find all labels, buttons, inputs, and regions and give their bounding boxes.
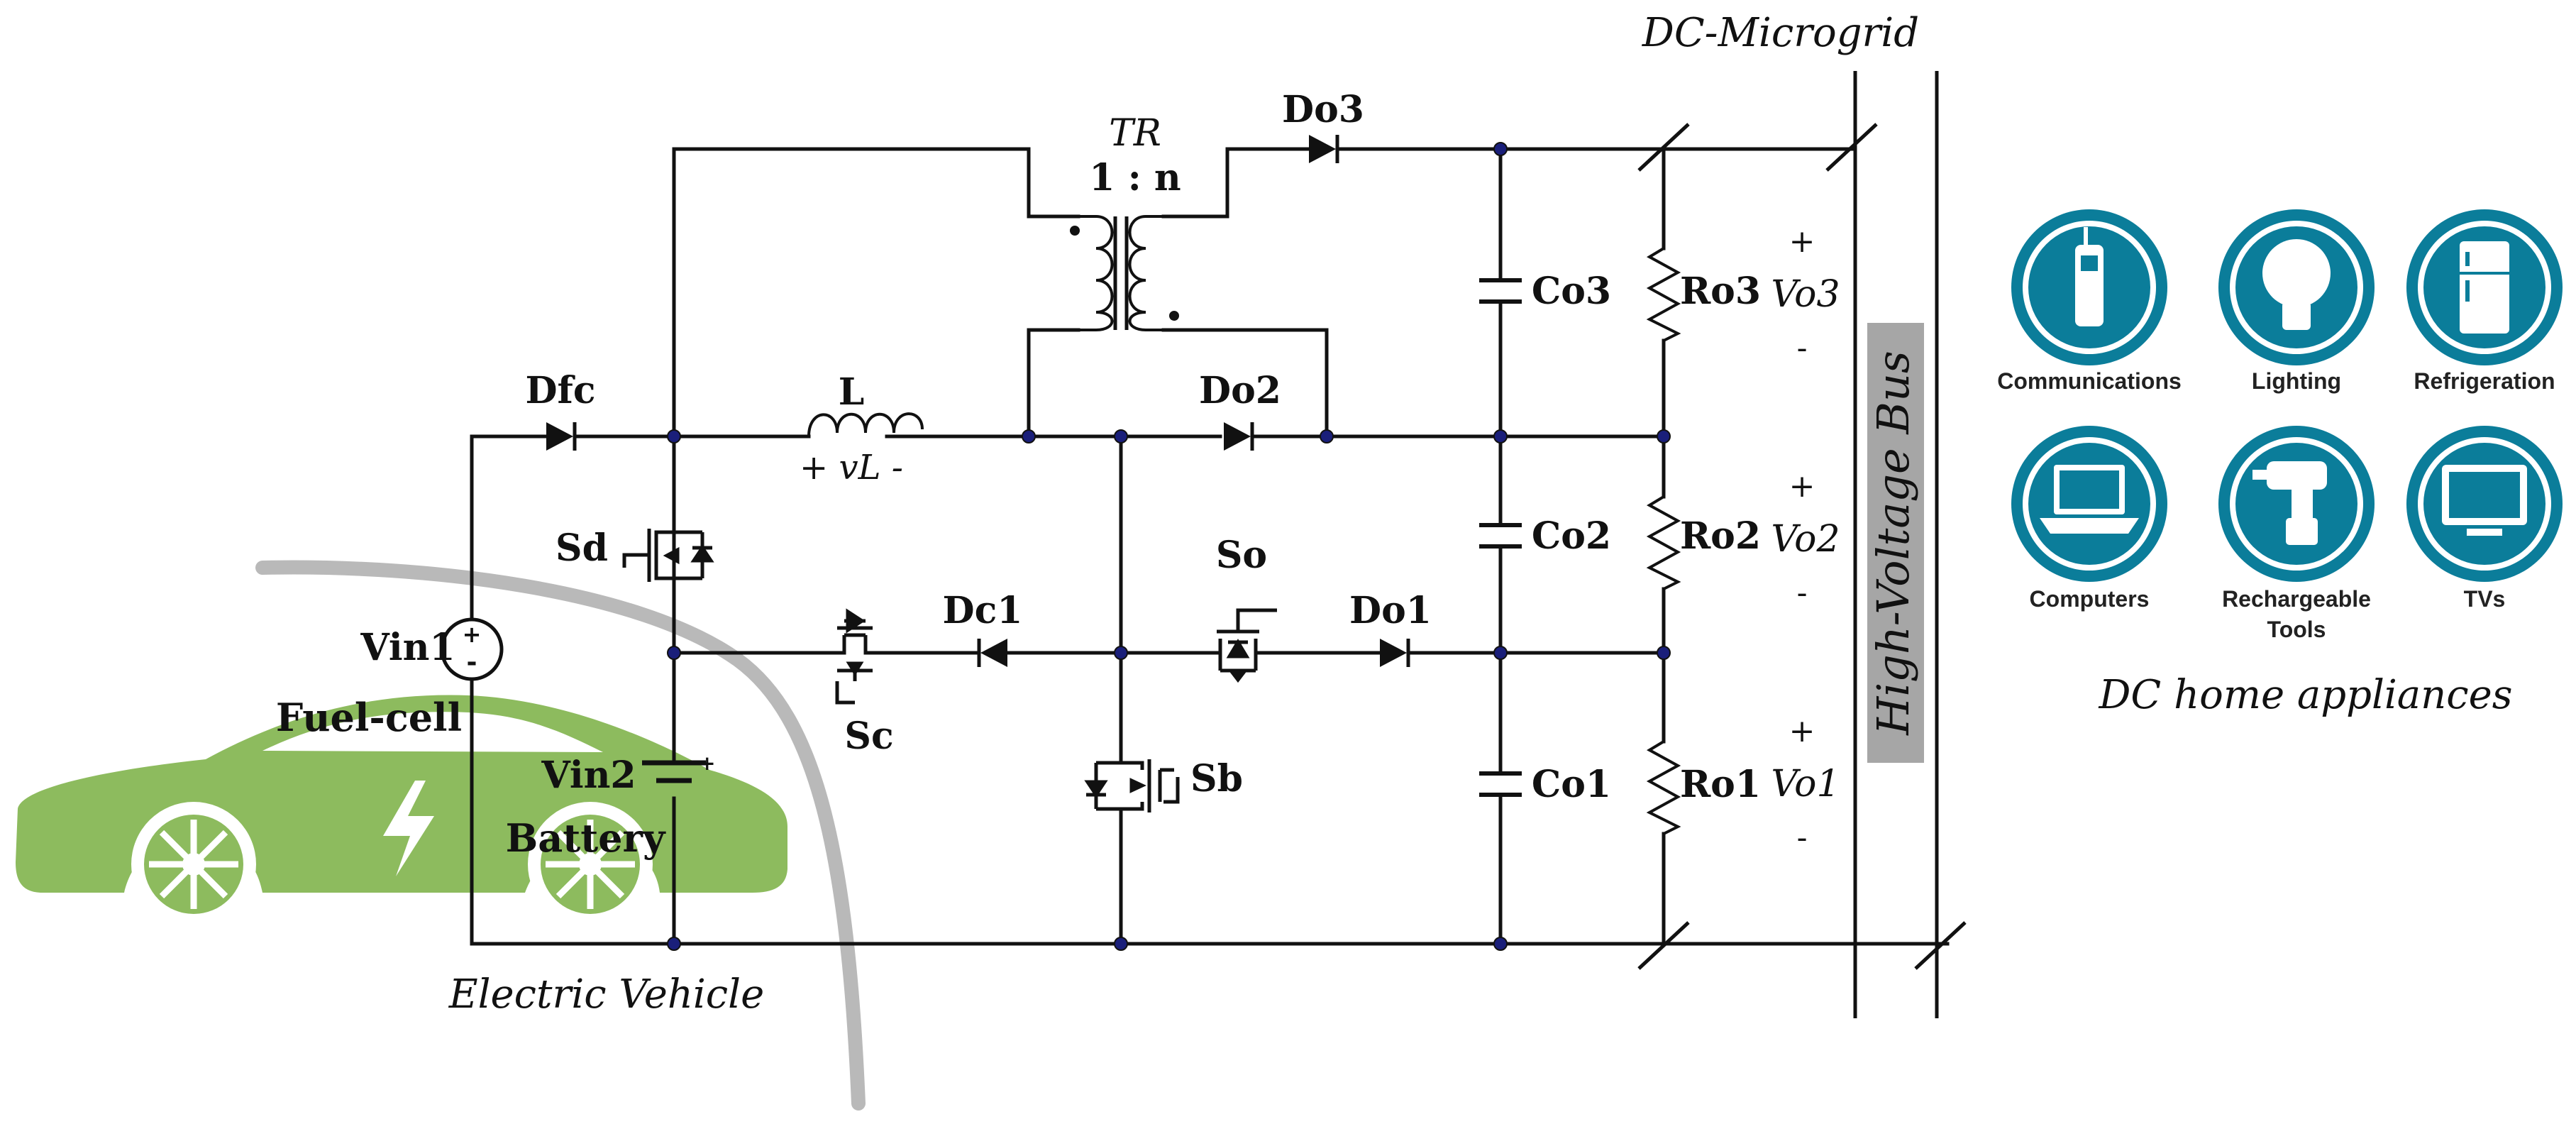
diode-do1-label: Do1 — [1349, 589, 1432, 632]
diode-do2: Do2 — [1199, 369, 1281, 451]
source-vin1-caption: Fuel-cell — [276, 695, 462, 740]
capacitor-co2: Co2 — [1479, 514, 1611, 558]
svg-text:+: + — [1789, 224, 1815, 260]
appliance-tvs: TVs — [2406, 426, 2563, 612]
electric-vehicle-icon — [16, 695, 787, 927]
output-vo3: + Vo3 - — [1771, 224, 1840, 366]
transformer: TR 1 : n — [1070, 112, 1181, 331]
appliances-title: DC home appliances — [2099, 672, 2513, 718]
switch-sb — [1084, 756, 1180, 816]
appliance-label-refrigeration: Refrigeration — [2414, 368, 2555, 394]
svg-text:+: + — [463, 621, 482, 648]
diode-dc1-label: Dc1 — [943, 589, 1023, 632]
resistor-ro2: Ro2 — [1646, 495, 1761, 590]
appliance-refrigeration: Refrigeration — [2406, 209, 2563, 394]
diode-dfc: Dfc — [525, 369, 596, 451]
fridge-icon — [2460, 241, 2509, 334]
source-vin2-caption: Battery — [506, 815, 666, 861]
resistor-ro1-label: Ro1 — [1680, 763, 1761, 806]
capacitor-co1-label: Co1 — [1532, 763, 1611, 806]
resistor-ro1: Ro1 — [1646, 740, 1761, 835]
appliance-label-lighting: Lighting — [2252, 368, 2341, 394]
battery-vin2: + Vin2 Battery — [506, 751, 716, 861]
appliance-label-computers: Computers — [2030, 586, 2150, 612]
appliance-tools: Rechargeable Tools — [2218, 426, 2375, 642]
inductor-voltage: + vL - — [800, 448, 903, 487]
diode-do3: Do3 — [1282, 88, 1364, 163]
voltage-source-vin1: + - Vin1 Fuel-cell — [276, 617, 504, 740]
appliance-label-tools-line2: Tools — [2267, 617, 2326, 642]
appliance-label-tvs: TVs — [2464, 586, 2506, 612]
diode-dfc-label: Dfc — [525, 369, 595, 412]
capacitor-co1: Co1 — [1479, 763, 1611, 806]
vehicle-label: Electric Vehicle — [448, 971, 764, 1018]
resistor-ro2-label: Ro2 — [1680, 514, 1761, 558]
phone-icon — [2075, 227, 2104, 326]
switch-sb-label: Sb — [1190, 757, 1243, 800]
appliance-label-tools-line1: Rechargeable — [2222, 586, 2371, 612]
switch-sc-label: Sc — [844, 715, 893, 758]
switch-so — [1206, 608, 1277, 683]
output-vo2-label: Vo2 — [1771, 518, 1840, 561]
laptop-icon — [2040, 465, 2139, 534]
source-vin2-label: Vin2 — [541, 754, 636, 797]
drill-icon — [2252, 461, 2327, 545]
diode-dc1: Dc1 — [943, 589, 1023, 667]
output-vo2: + Vo2 - — [1771, 468, 1840, 611]
diode-do2-label: Do2 — [1199, 369, 1281, 412]
high-voltage-bus: High-Voltage Bus — [1853, 71, 1939, 1018]
svg-text:-: - — [467, 648, 477, 677]
output-vo3-label: Vo3 — [1771, 273, 1840, 316]
svg-text:-: - — [1797, 330, 1808, 366]
svg-text:+: + — [699, 751, 715, 775]
appliance-computers: Computers — [2011, 426, 2167, 612]
resistor-ro3: Ro3 — [1646, 247, 1761, 342]
capacitor-co2-label: Co2 — [1532, 514, 1611, 558]
bus-label-bar — [1867, 323, 1924, 763]
output-vo1: + Vo1 - — [1771, 713, 1840, 856]
svg-text:+: + — [1789, 713, 1815, 749]
svg-text:-: - — [1797, 575, 1808, 611]
inductor: L + vL - — [800, 370, 924, 487]
bus-slash-marks — [1637, 123, 1967, 970]
resistor-ro3-label: Ro3 — [1680, 270, 1761, 313]
transformer-name: TR — [1109, 112, 1161, 155]
junction-nodes — [667, 142, 1671, 951]
diode-do1: Do1 — [1349, 589, 1432, 667]
capacitor-co3: Co3 — [1479, 270, 1611, 313]
appliance-label-communications: Communications — [1997, 368, 2182, 394]
capacitor-co3-label: Co3 — [1532, 270, 1611, 313]
appliance-communications: Communications — [1997, 209, 2182, 394]
svg-text:-: - — [1797, 820, 1808, 856]
source-vin1-label: Vin1 — [360, 626, 455, 669]
bus-label: High-Voltage Bus — [1867, 351, 1919, 735]
diode-do3-label: Do3 — [1282, 88, 1364, 131]
microgrid-title: DC-Microgrid — [1642, 10, 1919, 56]
charging-cable — [255, 560, 866, 1111]
switch-sc — [834, 608, 876, 705]
switch-so-label: So — [1216, 534, 1267, 577]
appliance-lighting: Lighting — [2218, 209, 2375, 394]
output-vo1-label: Vo1 — [1771, 763, 1840, 805]
svg-text:+: + — [1789, 468, 1815, 505]
inductor-name: L — [839, 370, 865, 414]
transformer-ratio: 1 : n — [1089, 156, 1181, 199]
bulb-icon — [2262, 239, 2331, 330]
tv-icon — [2442, 465, 2527, 536]
switch-sd-label: Sd — [555, 527, 608, 570]
switch-sd — [622, 522, 714, 593]
